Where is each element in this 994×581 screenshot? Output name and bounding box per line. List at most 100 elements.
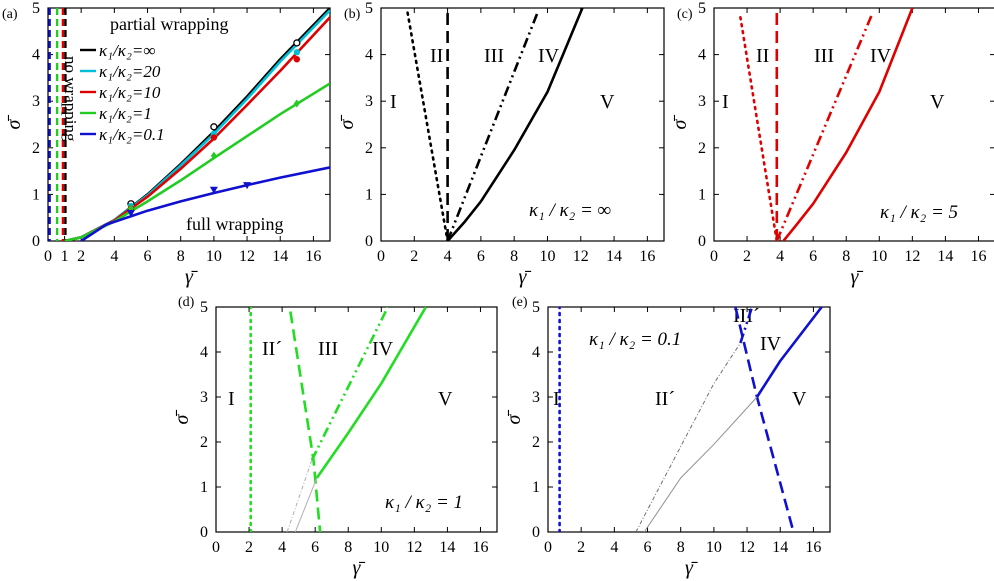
x-tick-label: 4 — [110, 248, 118, 265]
y-tick-label: 5 — [32, 0, 40, 17]
x-tick-label: 16 — [970, 248, 986, 265]
plot-frame — [547, 306, 831, 533]
y-tick-label: 2 — [532, 434, 540, 451]
x-tick-label: 8 — [177, 248, 185, 265]
region-label: IV — [870, 45, 892, 67]
y-tick-label: 2 — [32, 140, 40, 157]
y-axis-label: σ̄ — [3, 115, 25, 130]
region-label: I — [553, 388, 560, 410]
x-tick-label: 0 — [377, 248, 385, 265]
region-label: IV — [760, 333, 782, 355]
legend-entry-label: κ₁/κ₂=20 — [99, 62, 161, 81]
legend-entry-label: κ₁/κ₂=1 — [99, 104, 152, 123]
x-tick-label: 10 — [871, 248, 887, 265]
x-tick-label: 6 — [311, 539, 319, 556]
x-tick-label: 0 — [44, 248, 52, 265]
boundary-line — [310, 307, 390, 461]
y-tick-label: 5 — [365, 0, 373, 17]
x-tick-label: 6 — [477, 248, 485, 265]
y-tick-label: 3 — [365, 93, 373, 110]
data-marker — [210, 123, 218, 131]
y-tick-label: 0 — [698, 233, 706, 250]
boundary-line — [635, 342, 741, 532]
region-label: II´ — [655, 388, 675, 410]
x-tick-label: 12 — [739, 539, 755, 556]
y-tick-label: 4 — [200, 344, 208, 361]
x-tick-label: 14 — [439, 539, 455, 556]
boundary-line — [289, 311, 322, 532]
no-wrapping-label: no wrapping — [61, 56, 80, 142]
y-tick-label: 2 — [200, 434, 208, 451]
x-tick-label: 2 — [245, 539, 253, 556]
data-marker — [210, 134, 218, 141]
x-tick-label: 14 — [272, 248, 288, 265]
series-group — [406, 8, 584, 241]
region-label: I — [722, 91, 729, 113]
x-tick-label: 12 — [239, 248, 255, 265]
boundary-line — [775, 12, 874, 241]
y-tick-label: 2 — [365, 140, 373, 157]
x-tick-label: 16 — [639, 248, 655, 265]
y-axis-label: σ̄ — [669, 115, 691, 130]
y-tick-label: 4 — [698, 47, 706, 64]
x-tick-label: 10 — [539, 248, 555, 265]
y-tick-label: 0 — [32, 233, 40, 250]
x-tick-label: 8 — [842, 248, 850, 265]
y-axis-label: σ̄ — [171, 410, 193, 425]
ratio-label: κ₁ / κ₂ = 5 — [880, 202, 958, 223]
region-label: V — [600, 91, 615, 113]
y-tick-label: 4 — [532, 344, 540, 361]
x-tick-label: 8 — [510, 248, 518, 265]
y-tick-label: 0 — [532, 524, 540, 541]
region-label: II — [430, 45, 443, 67]
x-tick-label: 4 — [776, 248, 784, 265]
x-tick-label: 6 — [644, 539, 652, 556]
y-tick-label: 3 — [32, 93, 40, 110]
boundary-line — [739, 15, 779, 241]
legend-entry-label: κ₁/κ₂=10 — [99, 83, 161, 102]
y-tick-label: 0 — [200, 524, 208, 541]
region-label: I — [390, 91, 397, 113]
x-tick-label: 2 — [77, 248, 85, 265]
x-tick-label: 14 — [937, 248, 953, 265]
y-tick-label: 0 — [365, 233, 373, 250]
plot-frame — [380, 7, 665, 242]
x-tick-label: 2 — [410, 248, 418, 265]
region-label: III — [318, 338, 338, 360]
region-label: I — [228, 388, 235, 410]
plot-frame — [215, 306, 498, 533]
x-tick-label: 6 — [144, 248, 152, 265]
x-tick-label: 16 — [472, 539, 488, 556]
series-group — [249, 307, 428, 532]
boundary-line — [446, 8, 584, 241]
x-axis-label: γ̄ — [851, 266, 864, 288]
series-group — [48, 8, 330, 241]
series-group — [739, 8, 914, 241]
data-marker — [210, 151, 217, 160]
y-tick-label: 3 — [200, 389, 208, 406]
data-marker — [293, 39, 301, 47]
region-label: III — [814, 45, 834, 67]
panel-label: (a) — [2, 7, 18, 22]
y-tick-label: 1 — [698, 186, 706, 203]
y-tick-label: 5 — [532, 299, 540, 316]
region-label: III´ — [733, 305, 760, 327]
x-tick-label: 2 — [577, 539, 585, 556]
x-axis-label: γ̄ — [685, 557, 698, 579]
region-label: V — [438, 388, 453, 410]
legend-entry-label: κ₁/κ₂=∞ — [99, 41, 155, 60]
x-tick-label: 12 — [573, 248, 589, 265]
boundary-line — [286, 459, 313, 532]
y-tick-label: 5 — [200, 299, 208, 316]
y-tick-label: 5 — [698, 0, 706, 17]
y-axis-label: σ̄ — [336, 115, 358, 130]
full-wrapping-label: full wrapping — [186, 214, 283, 234]
y-tick-label: 1 — [365, 186, 373, 203]
boundary-line — [446, 12, 539, 241]
x-axis-label: γ̄ — [185, 266, 198, 288]
y-tick-label: 3 — [698, 93, 706, 110]
region-label: V — [930, 91, 945, 113]
